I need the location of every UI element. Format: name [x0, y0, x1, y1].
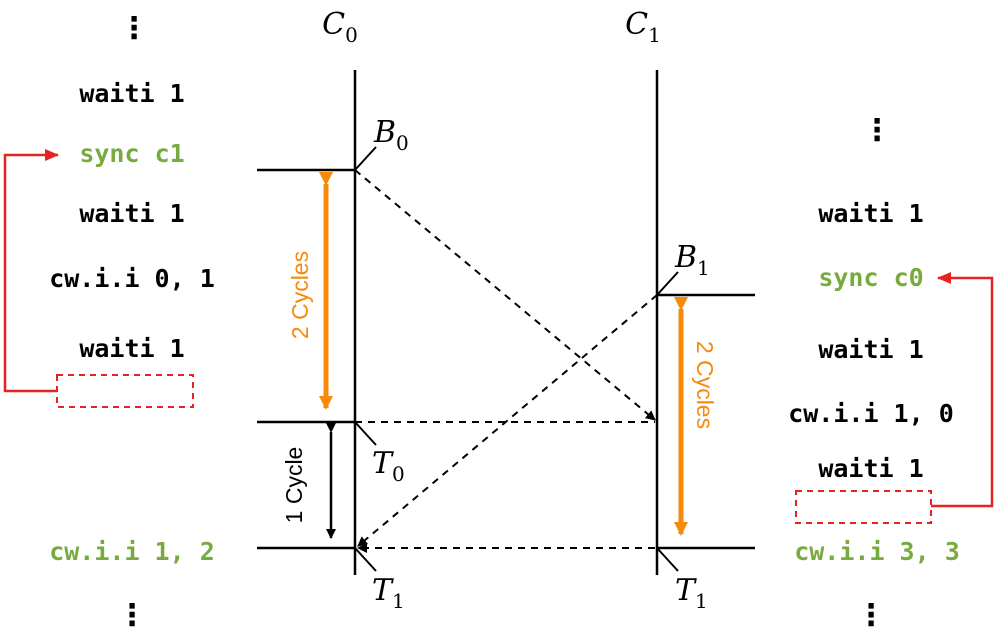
left-code-line: sync c1: [79, 139, 184, 168]
event-t1-left-label: T1: [372, 573, 405, 613]
left-empty-slot-box: [56, 374, 194, 408]
right-code-line: cw.i.i 3, 3: [794, 537, 960, 566]
event-b1-label: B1: [674, 240, 710, 280]
b0-tick: [354, 146, 377, 171]
right-code-line: waiti 1: [818, 335, 923, 364]
right-code-ellipsis-bottom: ⋮: [856, 598, 886, 633]
b1-tick: [656, 271, 679, 296]
event-b0-label: B0: [373, 115, 409, 155]
right-code-ellipsis-top: ⋮: [862, 113, 892, 148]
right-code-line: waiti 1: [818, 454, 923, 483]
t1-left-tick: [354, 547, 377, 572]
left-code-ellipsis-top: ⋮: [119, 11, 149, 46]
left-code-line: waiti 1: [79, 79, 184, 108]
right-code-line: waiti 1: [818, 199, 923, 228]
right-code-line: sync c0: [818, 263, 923, 292]
left-code-ellipsis-bottom: ⋮: [117, 598, 147, 633]
right-empty-slot-box: [795, 490, 932, 524]
left-code-line: cw.i.i 0, 1: [49, 264, 215, 293]
left-code-line: waiti 1: [79, 199, 184, 228]
event-t1-right-label: T1: [675, 573, 708, 613]
left-redirect-arrow: [3, 149, 59, 393]
one-cycle-label: 1 Cycle: [281, 447, 307, 524]
right-two-cycles-label: 2 Cycles: [692, 341, 718, 429]
message-b1-to-core0: [357, 294, 658, 547]
right-code-line: cw.i.i 1, 0: [788, 399, 954, 428]
event-t0-label: T0: [372, 446, 405, 486]
left-two-cycles-label: 2 Cycles: [287, 251, 313, 339]
t1-right-tick: [656, 547, 679, 572]
message-b0-to-core1: [354, 169, 656, 421]
left-code-line: cw.i.i 1, 2: [49, 537, 215, 566]
t0-tick: [354, 421, 377, 446]
core-0-label: C0: [322, 7, 358, 47]
left-code-line: waiti 1: [79, 334, 184, 363]
right-redirect-arrow: [931, 272, 994, 508]
core-1-label: C1: [625, 7, 661, 47]
